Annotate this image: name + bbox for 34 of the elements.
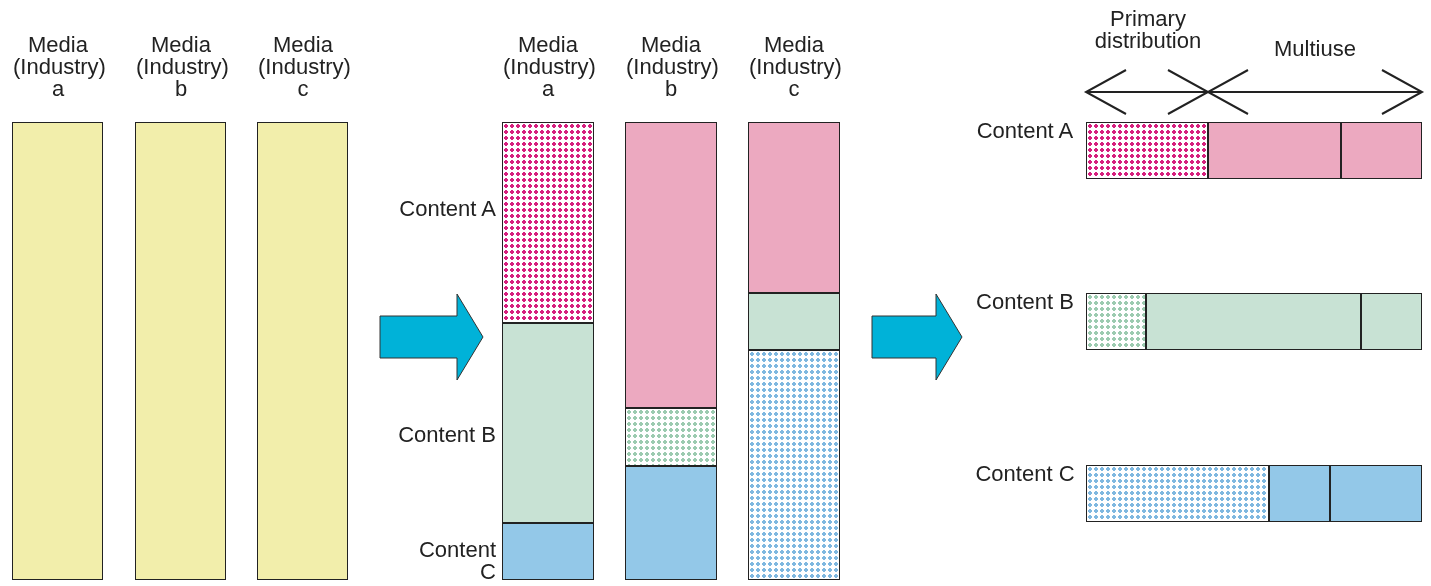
- block-arrow: [379, 293, 484, 381]
- bar-segment: [1341, 122, 1422, 179]
- column-heading: Media (Industry) c: [749, 34, 839, 100]
- bar-segment: [748, 350, 840, 580]
- row-heading: Content C: [975, 463, 1075, 485]
- bar-segment: [625, 122, 717, 408]
- block-arrow: [871, 293, 963, 381]
- column-heading: Media (Industry) a: [13, 34, 103, 100]
- span-label: Primary distribution: [1093, 8, 1203, 52]
- bar-segment: [502, 523, 594, 580]
- bar-segment: [1330, 465, 1422, 522]
- bar-segment: [1361, 293, 1422, 350]
- bar-segment: [1208, 122, 1341, 179]
- column-heading: Media (Industry) a: [503, 34, 593, 100]
- row-label: Content C: [417, 539, 496, 583]
- row-label: Content A: [398, 198, 496, 220]
- bar-segment: [502, 122, 594, 323]
- span-label: Multiuse: [1273, 38, 1357, 60]
- row-heading: Content A: [975, 120, 1075, 142]
- column-heading: Media (Industry) b: [136, 34, 226, 100]
- bar-segment: [625, 408, 717, 466]
- row-label: Content B: [398, 424, 496, 446]
- bar-segment: [1146, 293, 1361, 350]
- bar-segment: [625, 466, 717, 580]
- bar-segment: [1269, 465, 1330, 522]
- bar-segment: [1086, 122, 1208, 179]
- row-heading: Content B: [975, 291, 1075, 313]
- bar-segment: [1086, 465, 1269, 522]
- bar-segment: [502, 323, 594, 523]
- bar-segment: [748, 122, 840, 293]
- bar-segment: [1086, 293, 1146, 350]
- column-heading: Media (Industry) b: [626, 34, 716, 100]
- bar-segment: [748, 293, 840, 350]
- column-heading: Media (Industry) c: [258, 34, 348, 100]
